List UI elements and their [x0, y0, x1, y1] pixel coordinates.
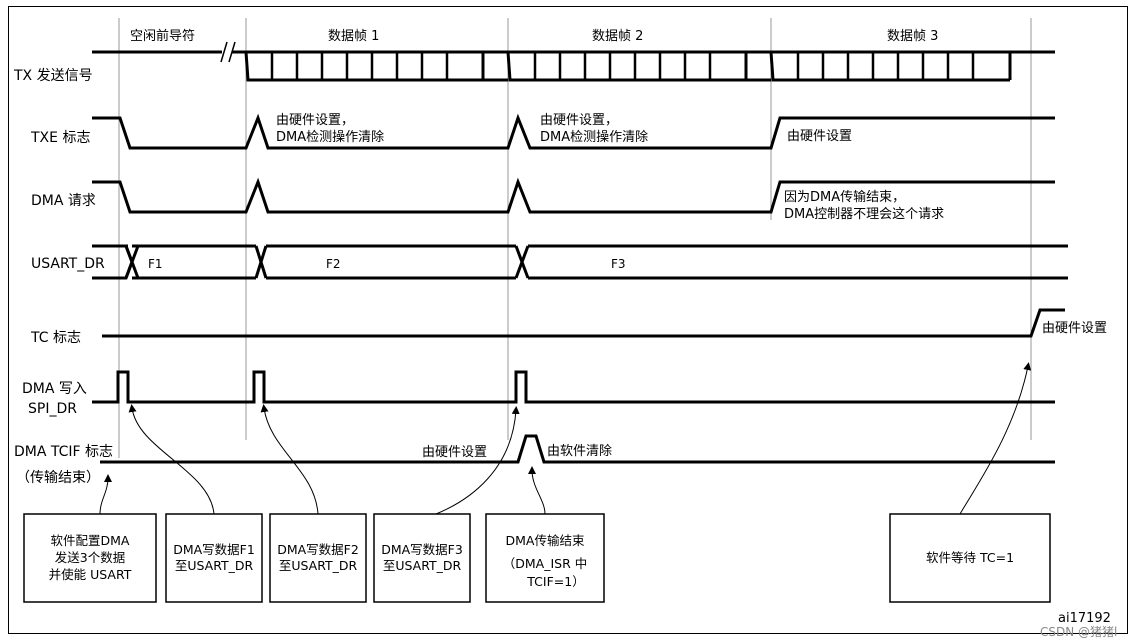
break-mark	[220, 41, 236, 63]
tcif-waveform	[100, 434, 1055, 464]
box4-line1: DMA写数据F3	[381, 542, 463, 557]
dma-end-note-a: 因为DMA传输结束，	[784, 189, 905, 205]
box3-line1: DMA写数据F2	[277, 542, 359, 557]
frame-f3: F3	[611, 257, 626, 271]
box2-line2: 至USART_DR	[175, 558, 254, 573]
label-tcif: DMA TCIF 标志	[14, 444, 113, 460]
box1-line2: 发送3个数据	[55, 550, 125, 565]
box5-line3: TCIF=1）	[526, 574, 584, 589]
box2-line1: DMA写数据F1	[173, 542, 255, 557]
tx-bit-ticks	[270, 52, 975, 80]
label-dma-write-1: DMA 写入	[22, 381, 87, 397]
label-dma-write-2: SPI_DR	[28, 401, 77, 417]
tc-waveform	[102, 308, 1065, 338]
box-2	[165, 513, 263, 603]
box-5	[485, 513, 605, 603]
txe1-note-b: DMA检测操作清除	[276, 129, 384, 145]
dma-request-waveform	[92, 177, 1055, 214]
dma-write-waveform	[92, 370, 1055, 404]
box-3	[269, 513, 367, 603]
figure-id: ai17192	[1058, 611, 1111, 626]
box4-line2: 至USART_DR	[383, 558, 462, 573]
box3-line2: 至USART_DR	[279, 558, 358, 573]
txe1-note-a: 由硬件设置，	[276, 113, 354, 128]
box1-line3: 并使能 USART	[49, 567, 132, 582]
frame-f1: F1	[148, 257, 163, 271]
pointer-arrows	[99, 362, 1032, 515]
diagram-frame	[8, 6, 1128, 634]
box-4	[373, 513, 471, 603]
tcif-set-note: 由硬件设置	[422, 445, 487, 460]
txe-waveform	[92, 113, 1055, 150]
frame-f2: F2	[326, 257, 341, 271]
label-tx: TX 发送信号	[13, 68, 93, 84]
tc-set-note: 由硬件设置	[1042, 321, 1107, 336]
label-tc: TC 标志	[30, 330, 81, 346]
txe2-note-a: 由硬件设置，	[540, 113, 618, 128]
tcif-clear-note: 由软件清除	[547, 444, 612, 459]
box-6	[889, 513, 1051, 603]
box1-line1: 软件配置DMA	[51, 533, 130, 548]
header-idle: 空闲前导符	[130, 28, 195, 44]
label-txe: TXE 标志	[30, 130, 90, 146]
watermark: CSDN @猪猪l	[1040, 625, 1117, 639]
label-tcif-sub: （传输结束）	[16, 470, 100, 486]
header-frame3: 数据帧 3	[887, 29, 938, 44]
box5-line1: DMA传输结束	[506, 533, 585, 548]
event-boxes	[23, 513, 1051, 603]
header-frame2: 数据帧 2	[592, 29, 643, 44]
header-frame1: 数据帧 1	[328, 29, 379, 44]
txe3-note: 由硬件设置	[787, 129, 852, 144]
usart-dr-bus	[92, 244, 1068, 280]
box6-line1: 软件等待 TC=1	[926, 550, 1014, 565]
box5-line2: （DMA_ISR 中	[503, 556, 588, 571]
label-usart-dr: USART_DR	[31, 256, 105, 272]
dma-end-note-b: DMA控制器不理会这个请求	[784, 206, 944, 222]
box-1	[23, 513, 157, 603]
txe2-note-b: DMA检测操作清除	[540, 129, 648, 145]
label-dma-req: DMA 请求	[31, 193, 96, 209]
